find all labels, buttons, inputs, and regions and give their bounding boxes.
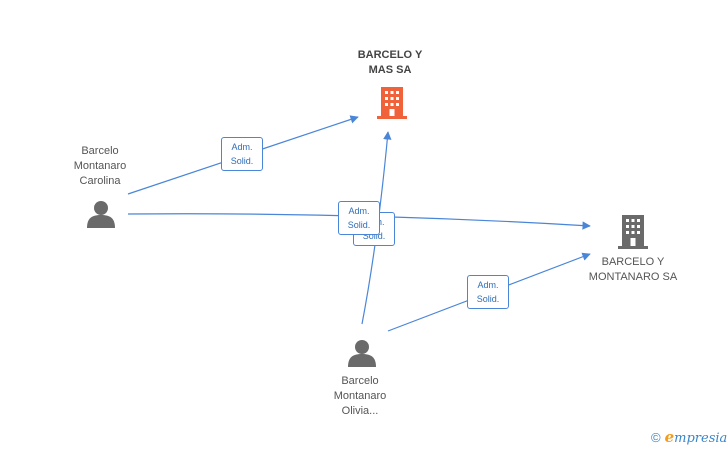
edge-label-carolina-mas[interactable]: Adm. Solid. — [221, 137, 263, 171]
edge-label-role: Adm. — [231, 142, 253, 152]
edge-label-role: Adm. — [477, 280, 499, 290]
edge-label-carolina-montanaro[interactable]: Adm. Solid. — [338, 201, 380, 235]
empresia-watermark: © empresia — [651, 428, 727, 446]
building-icon[interactable] — [376, 86, 408, 120]
person-olivia-name[interactable]: Barcelo Montanaro Olivia... — [333, 375, 387, 417]
edge-label-role: Adm. — [348, 206, 370, 216]
edge-label-olivia-montanaro[interactable]: Adm. Solid. — [467, 275, 509, 309]
edge-label-type: Solid. — [362, 231, 386, 241]
company-other-name[interactable]: BARCELO Y MONTANARO SA — [588, 256, 678, 283]
person-carolina-name[interactable]: Barcelo Montanaro Carolina — [73, 145, 127, 187]
company-main-name[interactable]: BARCELO Y MAS SA — [357, 49, 423, 76]
edge-label-type: Solid. — [347, 220, 371, 230]
edge-label-type: Solid. — [230, 156, 254, 166]
building-icon[interactable] — [617, 214, 649, 250]
copyright-symbol: © — [651, 429, 661, 445]
edge-label-type: Solid. — [476, 294, 500, 304]
person-icon[interactable] — [347, 338, 377, 368]
person-icon[interactable] — [86, 199, 116, 229]
empresia-logo: empresia — [664, 428, 728, 446]
